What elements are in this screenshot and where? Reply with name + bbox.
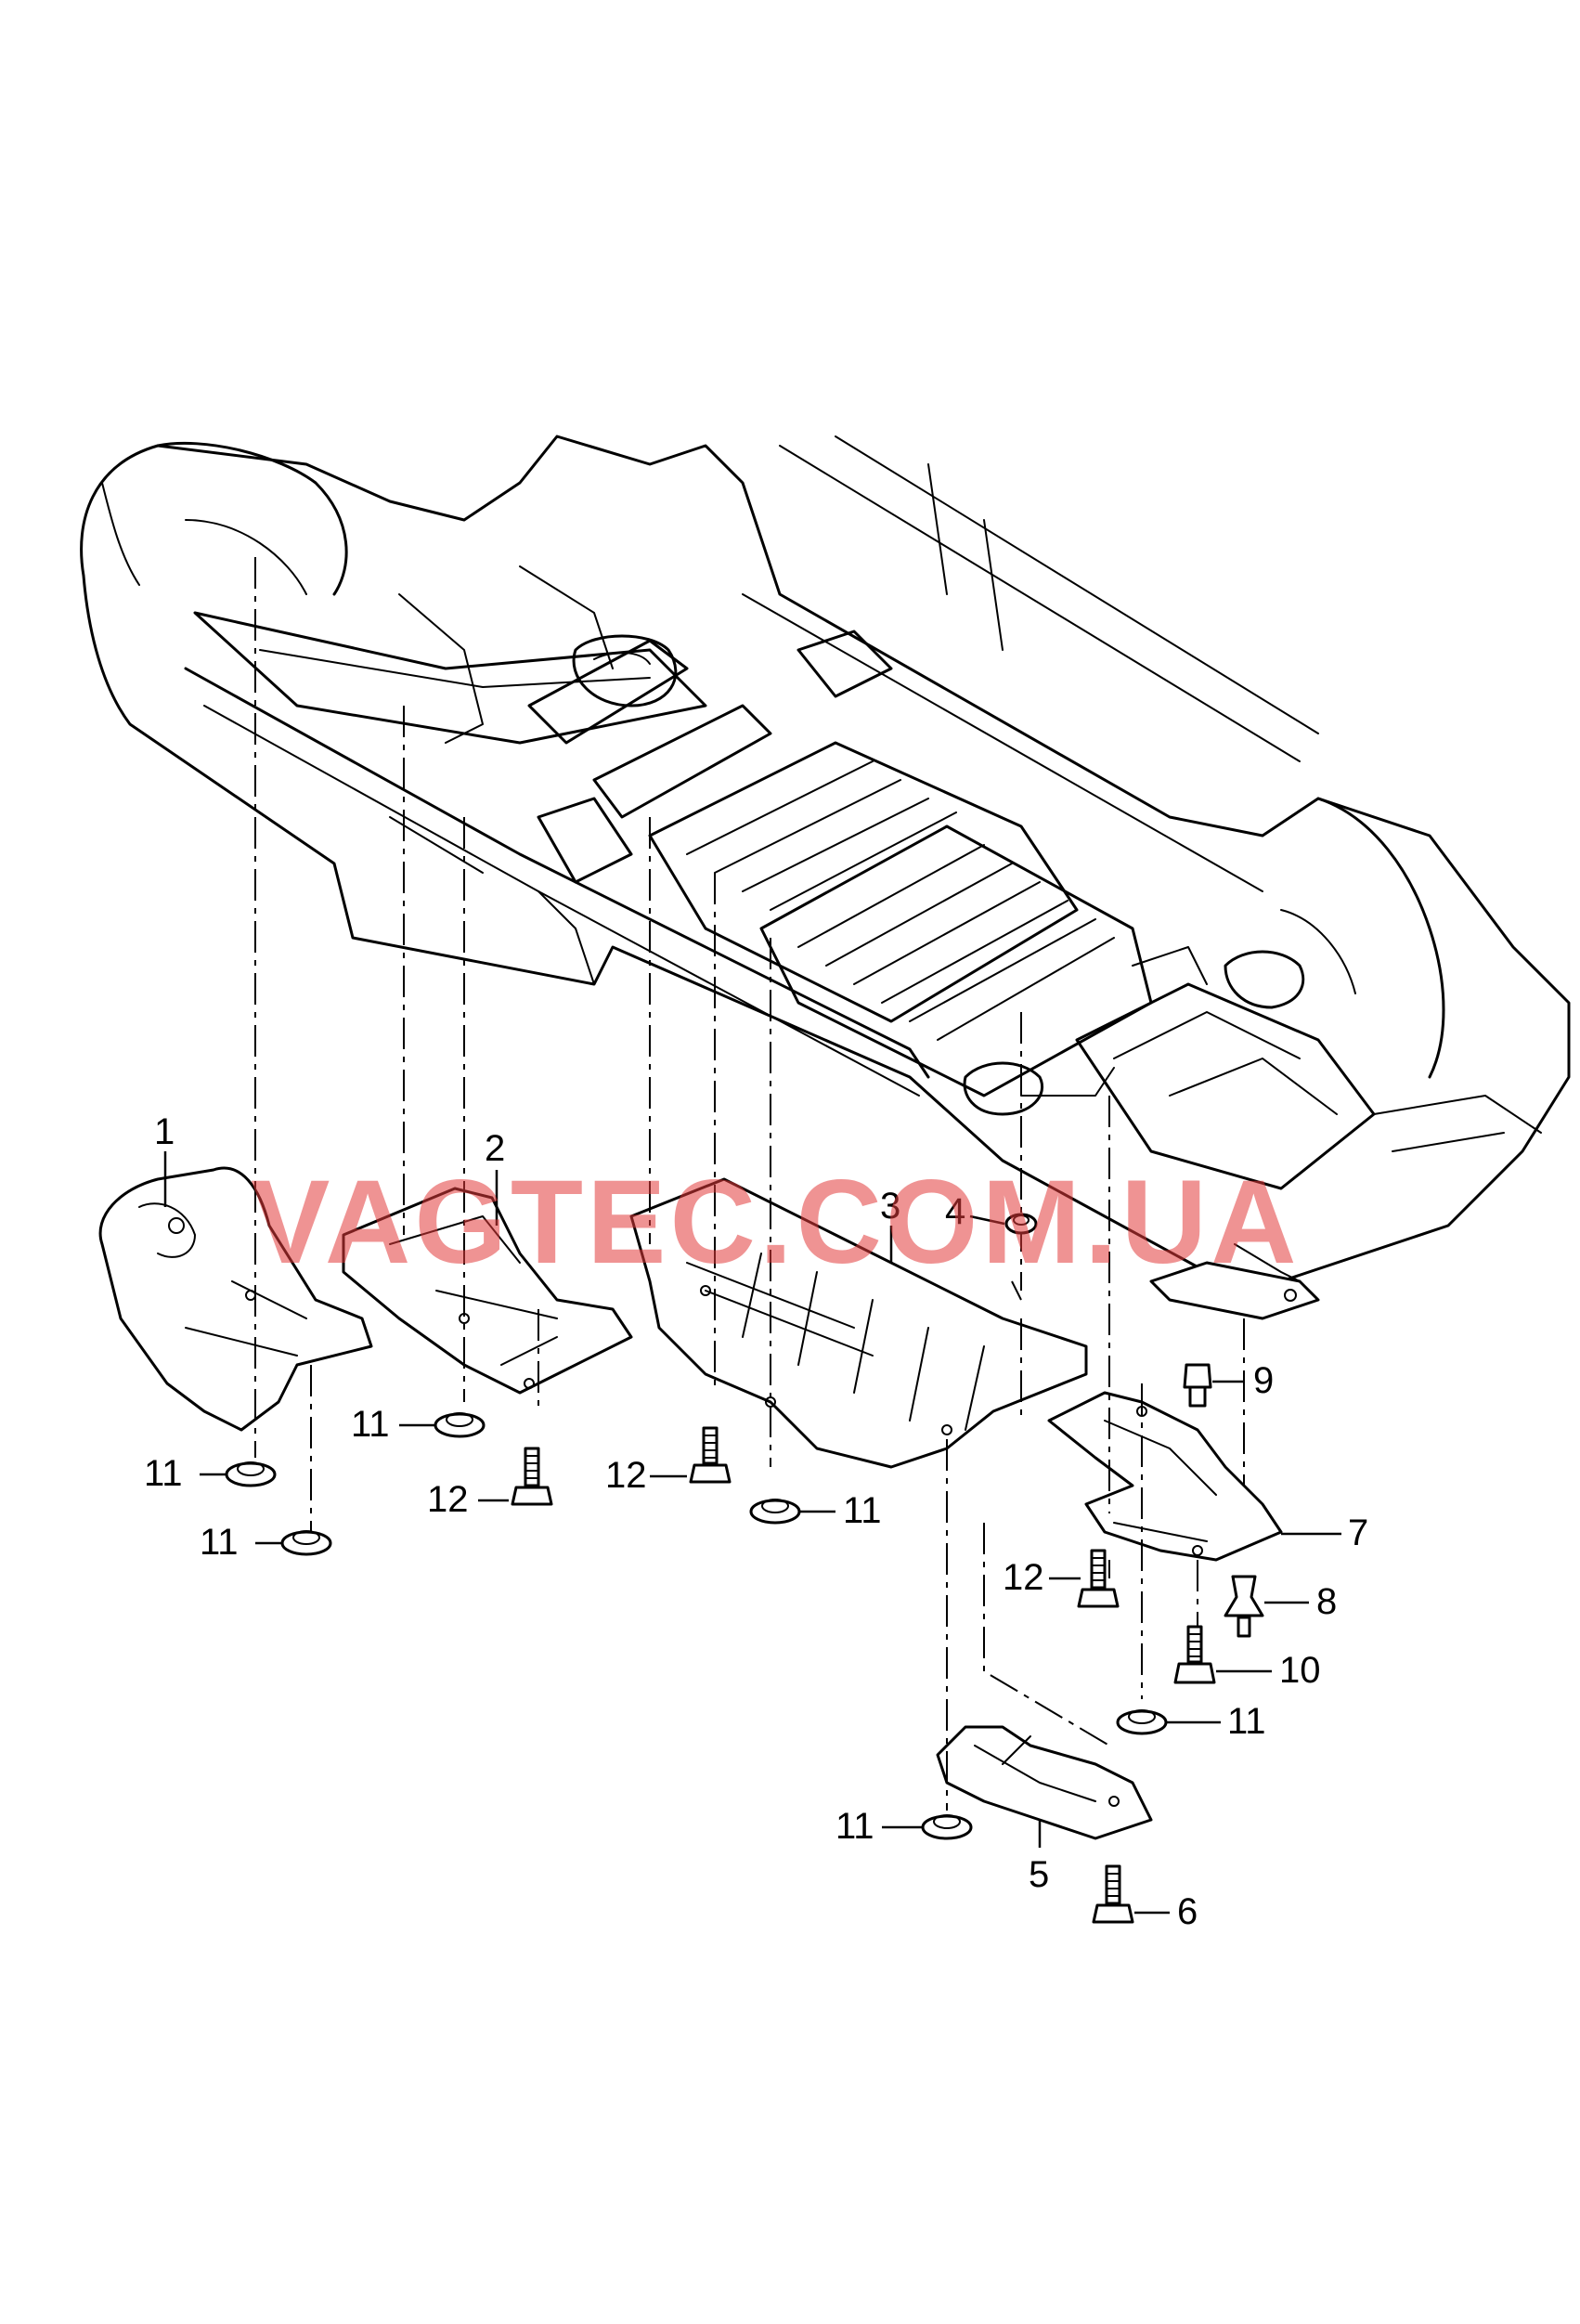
underbody-panel-7 <box>1047 1391 1283 1562</box>
bolt-12-c <box>1077 1549 1120 1608</box>
callout-12-a: 12 <box>427 1479 469 1520</box>
callout-10: 10 <box>1279 1650 1321 1691</box>
callout-11-d: 11 <box>843 1490 882 1531</box>
stud-9 <box>1183 1363 1212 1408</box>
panel-3-ribs <box>686 1253 985 1431</box>
callout-2: 2 <box>485 1128 505 1169</box>
underbody-panel-1 <box>98 1166 373 1432</box>
assembly-lines <box>254 557 1245 1811</box>
callout-labels: 1 2 3 4 5 6 7 8 9 10 11 11 11 11 11 11 1… <box>144 1111 1368 1932</box>
callout-7: 7 <box>1348 1513 1368 1553</box>
vehicle-underbody <box>80 435 1571 1283</box>
nut-11-e <box>1116 1709 1168 1735</box>
callout-3: 3 <box>880 1186 900 1227</box>
underbody-panel-5 <box>936 1725 1153 1840</box>
nut-11-f <box>921 1814 973 1840</box>
watermark-text: VAGTEC.COM.UA <box>251 1156 1301 1289</box>
callout-4: 4 <box>945 1191 965 1232</box>
callout-11-b: 11 <box>200 1522 239 1563</box>
callout-11-e: 11 <box>1227 1701 1266 1742</box>
callout-11-a: 11 <box>144 1453 183 1494</box>
underbody-panel-2 <box>342 1187 633 1395</box>
callout-12-c: 12 <box>1003 1557 1044 1598</box>
callout-8: 8 <box>1316 1581 1337 1622</box>
bolt-12-a <box>511 1447 553 1506</box>
bolt-6 <box>1092 1864 1134 1924</box>
bolt-12-b <box>689 1426 732 1484</box>
fasteners <box>225 1213 1264 1924</box>
front-bracket <box>1149 1243 1320 1320</box>
clip-8 <box>1224 1575 1264 1638</box>
callout-9: 9 <box>1253 1360 1274 1401</box>
leader-lines <box>163 1151 1341 1915</box>
nut-4 <box>1004 1213 1038 1235</box>
floor-ribs <box>686 760 1115 1041</box>
nut-11-c <box>434 1412 486 1438</box>
nut-11-a <box>225 1461 277 1487</box>
callout-6: 6 <box>1177 1891 1198 1932</box>
callout-5: 5 <box>1029 1854 1049 1895</box>
nut-11-b <box>280 1530 332 1556</box>
bolt-10 <box>1173 1625 1216 1684</box>
callout-1: 1 <box>154 1111 175 1152</box>
callout-11-f: 11 <box>835 1806 874 1847</box>
nut-11-d <box>749 1499 801 1525</box>
callout-11-c: 11 <box>351 1404 390 1445</box>
callout-12-b: 12 <box>605 1455 647 1496</box>
